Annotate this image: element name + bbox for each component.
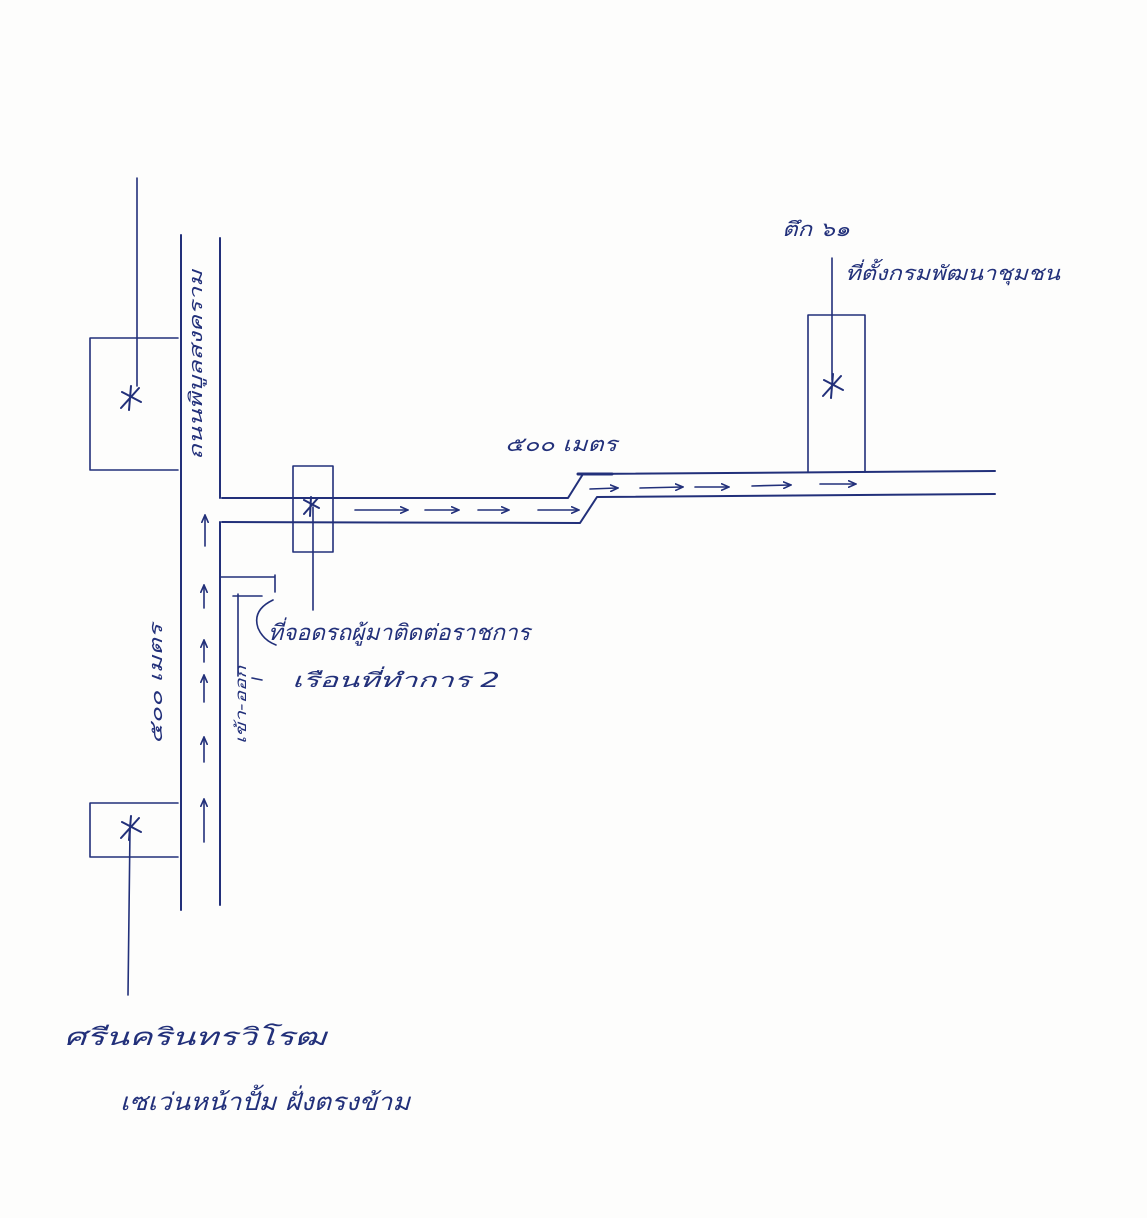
road-name-label: ถนนพิบูลสงคราม [186, 268, 207, 460]
building-box-top-left [89, 177, 179, 471]
star-marker-icon [120, 815, 142, 841]
distance-label-vertical: ๕๐๐ เมตร [146, 621, 167, 744]
building-box-right [807, 257, 866, 473]
star-marker-icon [120, 385, 142, 411]
landmark-label-line2: เซเว่นหน้าปั้ม ฝั่งตรงข้าม [120, 1084, 411, 1116]
parking-label-line2: เรือนที่ทำการ 2 [292, 666, 500, 692]
entrance-label: เข้า-ออก [232, 665, 250, 744]
side-road-horizontal [221, 470, 996, 524]
distance-label-horizontal: ๕๐๐ เมตร [505, 432, 620, 456]
building-box-bottom-left [89, 802, 179, 996]
building-label-line1: ตึก ๖๑ [782, 217, 850, 241]
entrance-marker [219, 574, 277, 681]
main-road-vertical [180, 234, 221, 911]
parking-box-intersection [292, 465, 334, 611]
landmark-label-line1: ศรีนครินทรวิโรฒ [64, 1023, 329, 1051]
building-label-line2: ที่ตั้งกรมพัฒนาชุมชน [845, 258, 1062, 286]
parking-label-line1: ที่จอดรถผู้มาติดต่อราชการ [268, 617, 533, 646]
direction-arrows-vertical [204, 516, 205, 843]
direction-arrows-horizontal [354, 484, 855, 510]
star-marker-icon [822, 373, 844, 399]
star-marker-icon [303, 496, 320, 517]
